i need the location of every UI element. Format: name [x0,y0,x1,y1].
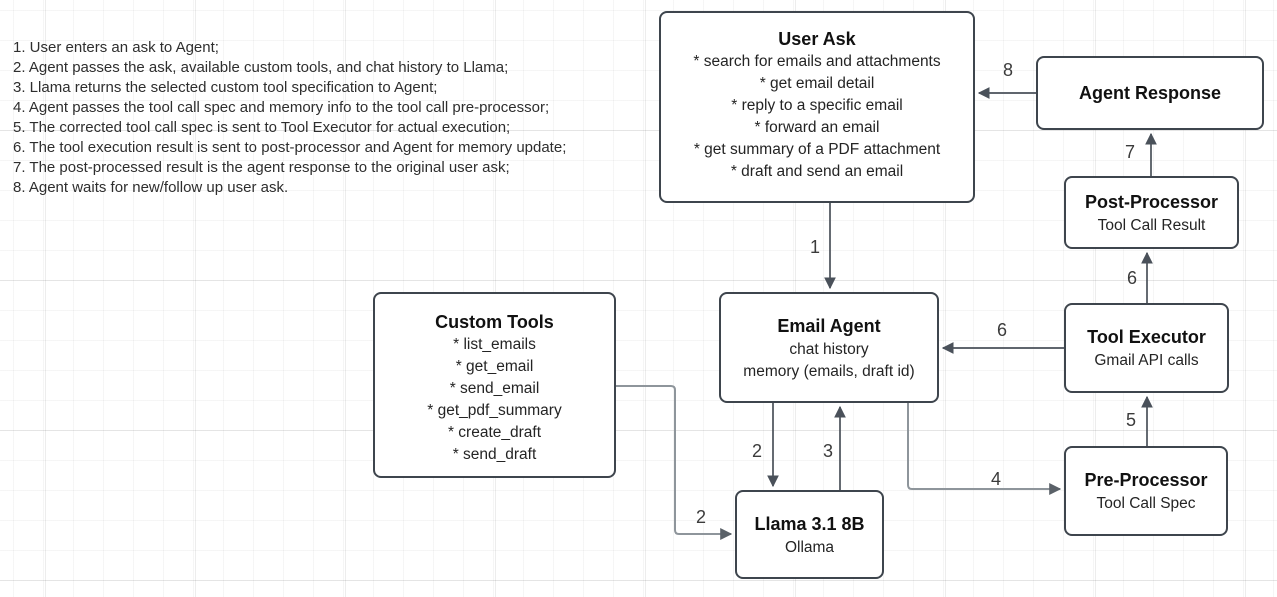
user-ask-item: * reply to a specific email [731,97,903,114]
node-post-processor-subtitle: Tool Call Result [1097,216,1206,234]
user-ask-item: * get email detail [759,75,875,92]
node-llama-subtitle: Ollama [784,538,835,556]
node-post-processor: Post-Processor Tool Call Result [1064,176,1239,249]
node-agent-response-title: Agent Response [1078,83,1222,103]
user-ask-item: * search for emails and attachments [693,53,941,70]
node-email-agent-line: chat history [789,340,869,358]
custom-tool-item: * get_email [455,358,534,375]
edge-label-1: 1 [809,237,821,257]
process-step-7: 7. The post-processed result is the agen… [13,159,510,176]
node-llama-title: Llama 3.1 8B [754,513,865,534]
custom-tool-item: * send_email [449,380,540,397]
node-email-agent-title: Email Agent [777,315,881,336]
node-custom-tools: Custom Tools * list_emails * get_email *… [373,292,616,478]
process-step-8: 8. Agent waits for new/follow up user as… [13,179,289,196]
arrow-2-custom-tools-to-llama [616,385,733,540]
node-post-processor-title: Post-Processor [1084,191,1219,212]
edge-label-8: 8 [1002,60,1014,80]
edge-label-4: 4 [990,469,1002,489]
node-tool-executor: Tool Executor Gmail API calls [1064,303,1229,393]
node-agent-response: Agent Response [1036,56,1264,130]
process-step-3: 3. Llama returns the selected custom too… [13,79,438,96]
process-step-4: 4. Agent passes the tool call spec and m… [13,99,550,116]
node-tool-executor-title: Tool Executor [1087,327,1206,347]
edge-label-6-executor-agent: 6 [996,320,1008,340]
edge-label-6-executor-post: 6 [1126,268,1138,288]
user-ask-item: * forward an email [754,119,880,136]
custom-tool-item: * create_draft [447,424,542,441]
user-ask-item: * get summary of a PDF attachment [693,141,941,158]
edge-label-3: 3 [822,441,834,461]
custom-tool-item: * list_emails [453,336,536,353]
node-pre-processor-subtitle: Tool Call Spec [1096,495,1196,512]
user-ask-item: * draft and send an email [730,163,904,180]
process-step-1: 1. User enters an ask to Agent; [13,39,219,56]
edge-label-2-tools-llama: 2 [695,507,707,527]
edge-label-7: 7 [1124,142,1136,162]
process-steps-list: 1. User enters an ask to Agent; 2. Agent… [13,38,566,198]
node-pre-processor-title: Pre-Processor [1084,470,1208,490]
node-email-agent: Email Agent chat history memory (emails,… [719,292,939,403]
node-custom-tools-title: Custom Tools [435,312,554,332]
process-step-5: 5. The corrected tool call spec is sent … [13,119,511,136]
custom-tool-item: * send_draft [452,446,537,463]
custom-tool-item: * get_pdf_summary [427,402,562,419]
edge-label-5: 5 [1125,410,1137,430]
node-email-agent-line: memory (emails, draft id) [743,362,915,380]
process-step-6: 6. The tool execution result is sent to … [13,139,567,156]
node-llama: Llama 3.1 8B Ollama [735,490,884,579]
node-tool-executor-subtitle: Gmail API calls [1094,352,1199,369]
edge-label-2-agent-llama: 2 [751,441,763,461]
process-step-2: 2. Agent passes the ask, available custo… [13,59,509,76]
node-pre-processor: Pre-Processor Tool Call Spec [1064,446,1228,536]
node-user-ask: User Ask * search for emails and attachm… [659,11,975,203]
arrow-4-email-agent-to-pre-processor [907,403,1062,495]
node-user-ask-title: User Ask [778,29,856,49]
